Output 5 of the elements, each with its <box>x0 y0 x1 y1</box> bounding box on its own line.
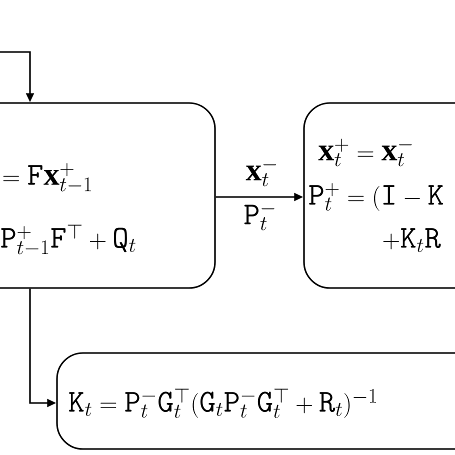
process-box: $\mathbf{x}^{+}_{t}=\mathbf{x}^{-}_{t}$ $\mathtt{P}^{+}_{t}=(\mathtt{I}-\mathtt{K}$ $+\mathtt{K}_{t}\mathtt{R}$ <box>303 102 455 289</box>
matrix-label: $\mathtt{P}^{-}_{t}$ <box>244 204 274 230</box>
edge-label: $\mathbf{x}^{-}_{t}$ <box>244 156 280 188</box>
process-box: $=\mathtt{F}\mathbf{x}^{+}_{t-1}$ $\mathtt{P}^{+}_{t-1}\mathtt{F}^{\top}+\mathtt{Q}_{t}$ <box>0 102 216 289</box>
process-box: $\mathtt{K}_{t}=\mathtt{P}^{-}_{t}\mathtt{G}^{\top}_{t}(\mathtt{G}_{t}\mathtt{P}^{-}_{t}\mathtt{G}^{\top}_{t}+\mathtt{R}_{t})^{-1}$ <box>56 352 455 450</box>
